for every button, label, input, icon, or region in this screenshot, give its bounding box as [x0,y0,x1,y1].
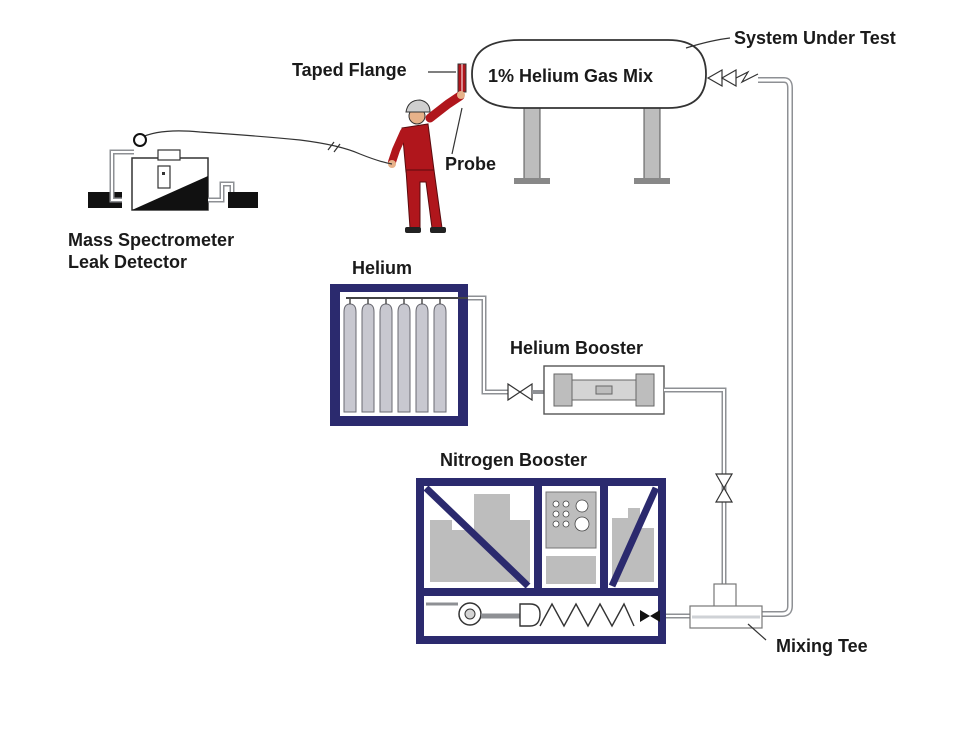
mixing-tee: Mixing Tee [689,583,868,656]
system-under-test-label: System Under Test [734,28,896,48]
helium-valve-icon [507,382,533,402]
leak-detector-label-line2: Leak Detector [68,252,187,272]
helium-cylinder-bank: Helium [330,258,468,426]
helium-booster-label: Helium Booster [510,338,643,358]
check-valve-icon [714,473,734,503]
hard-hat-icon [405,99,431,113]
tank-leg-left-foot [514,178,550,184]
detector-gauge-icon [133,133,147,147]
tank-leg-right-foot [634,178,670,184]
heat-exchanger-coil [519,602,635,628]
technician-raised-arm [425,91,465,123]
nitrogen-valve-icon [640,610,660,622]
helium-cylinder [415,303,429,413]
helium-cylinder [343,303,357,413]
booster-output-line [664,387,734,586]
nitrogen-booster-label: Nitrogen Booster [440,450,587,470]
technician-legs [405,169,443,229]
helium-cylinders [343,303,447,413]
taped-flange: Taped Flange [292,60,467,93]
pressure-gauge-icon [575,499,589,513]
system-under-test-leader [685,37,731,49]
tank-outlet-valve-icon [706,68,737,88]
nitrogen-booster: Nitrogen Booster [416,450,666,644]
tank-vessel [471,39,707,109]
nitrogen-control-panel [545,491,597,549]
probe-label: Probe [445,154,496,174]
leak-detector: Mass Spectrometer Leak Detector [68,133,258,272]
detector-base-right [228,192,258,208]
helium-cylinder [433,303,447,413]
mixing-tee-label: Mixing Tee [776,636,868,656]
system-under-test-tank: 1% Helium Gas Mix System Under Test [471,28,896,184]
tank-outlet-line [735,70,759,84]
technician-figure [388,91,465,233]
helium-cylinder [397,303,411,413]
taped-flange-label: Taped Flange [292,60,407,80]
leak-detector-label-line1: Mass Spectrometer [68,230,234,250]
helium-booster: Helium Booster [510,338,665,415]
tank-leg-left [523,97,541,181]
tank-leg-right [643,97,661,181]
gas-mix-label: 1% Helium Gas Mix [488,66,653,86]
helium-label: Helium [352,258,412,278]
helium-supply-line [468,295,544,402]
helium-cylinder [361,303,375,413]
probe-leader [451,107,463,155]
supply-pipe [758,77,793,617]
helium-cylinder [379,303,393,413]
probe-hose [139,130,393,165]
